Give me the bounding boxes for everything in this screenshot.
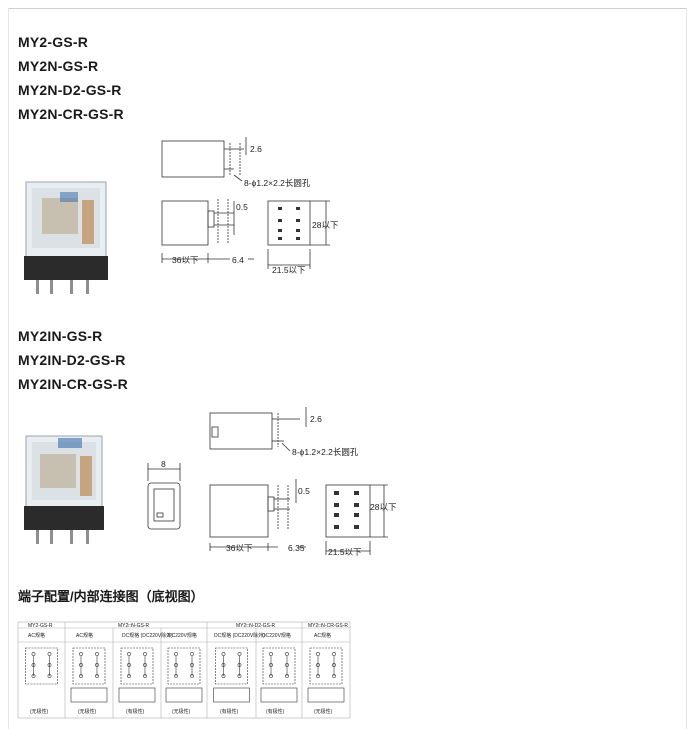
coil-circuit: [165, 687, 203, 703]
terminal-pin: [95, 652, 99, 656]
terminal-pin: [221, 652, 226, 656]
dim-label: 6.4: [232, 255, 244, 265]
dimension-drawing: 2.6 8-ϕ1.2×2.2长圆孔 0.5 28以下 36以下 6.4 21.5…: [161, 137, 339, 275]
terminal-pin: [285, 652, 289, 656]
relay-photo: [24, 435, 104, 544]
dim-label: 0.5: [298, 486, 310, 496]
table-footnote: (无极性): [172, 708, 191, 715]
model-name: MY2IN-CR-GS-R: [18, 376, 128, 392]
terminal-diagram: [215, 647, 248, 685]
model-name: MY2N-GS-R: [18, 58, 99, 74]
dim-label: 8-ϕ1.2×2.2长圆孔: [244, 178, 311, 188]
terminal-pin: [79, 652, 83, 656]
table-col-header: DC规格 (DC220V除外): [122, 632, 173, 639]
content-right-border: [686, 8, 687, 729]
relay-photo: [24, 181, 108, 294]
terminal-pin: [127, 652, 131, 656]
terminal-diagram: [25, 647, 58, 685]
coil-circuit: [260, 687, 298, 703]
table-footnote: (有极性): [266, 708, 285, 715]
terminal-pin: [143, 652, 147, 656]
dim-label: 8-ϕ1.2×2.2长圆孔: [292, 447, 359, 457]
table-col-header: AC规格: [314, 632, 331, 639]
terminal-pin: [174, 652, 178, 656]
terminal-diagram: [262, 647, 296, 685]
table-group-header: MY2□N-CR-GS-R: [308, 623, 348, 629]
terminal-diagram: [167, 647, 201, 685]
table-group-header: MY2□N-D2-GS-R: [236, 623, 276, 629]
table-col-header: DC规格 (DC220V除外): [214, 632, 265, 639]
dim-label: 21.5以下: [272, 265, 306, 275]
dim-label: 21.5以下: [328, 547, 362, 557]
coil-circuit: [118, 687, 156, 703]
table-col-header: AC规格: [28, 632, 45, 639]
dim-label: 28以下: [370, 502, 397, 512]
coil-circuit: [307, 687, 345, 703]
model-name: MY2IN-D2-GS-R: [18, 352, 126, 368]
table-group-header: MY2-GS-R: [28, 623, 53, 629]
table-footnote: (有极性): [126, 708, 145, 715]
model-name: MY2IN-GS-R: [18, 328, 103, 344]
terminal-diagram: [120, 647, 154, 685]
dimension-drawing: 2.6 8-ϕ1.2×2.2长圆孔 8 0.5 28以下 36以下 6.35 2…: [147, 407, 397, 557]
terminal-diagram: [72, 647, 106, 685]
table-footnote: (无极性): [30, 708, 49, 715]
model-name: MY2N-CR-GS-R: [18, 106, 124, 122]
terminal-pin: [190, 652, 194, 656]
coil-circuit: [70, 687, 108, 703]
coil-circuit: [213, 687, 250, 703]
model-name: MY2N-D2-GS-R: [18, 82, 122, 98]
dim-label: 2.6: [250, 144, 262, 154]
terminal-pin: [31, 652, 36, 656]
terminal-pin: [332, 652, 336, 656]
terminal-pin: [316, 652, 320, 656]
dim-label: 0.5: [236, 202, 248, 212]
table-footnote: (无极性): [78, 708, 97, 715]
table-group-header: MY2□N-GS-R: [118, 623, 149, 629]
wiring-table: MY2-GS-R MY2□N-GS-R MY2□N-D2-GS-R MY2□N-…: [17, 621, 351, 719]
content-top-border: [8, 8, 686, 9]
table-col-header: AC规格: [76, 632, 93, 639]
table-col-header: DC220V规格: [168, 632, 197, 639]
dim-label: 6.35: [288, 543, 305, 553]
dim-label: 2.6: [310, 414, 322, 424]
terminal-pin: [47, 652, 52, 656]
model-name: MY2-GS-R: [18, 34, 89, 50]
table-col-header: DC220V规格: [262, 632, 291, 639]
dim-label: 8: [161, 459, 166, 469]
section-heading: 端子配置/内部连接图（底视图）: [18, 589, 204, 604]
dim-label: 36以下: [172, 255, 199, 265]
terminal-diagram: [309, 647, 343, 685]
dim-label: 28以下: [312, 220, 339, 230]
content-left-border: [8, 8, 9, 729]
terminal-pin: [237, 652, 242, 656]
table-footnote: (无极性): [314, 708, 333, 715]
table-footnote: (有极性): [220, 708, 239, 715]
dim-label: 36以下: [226, 543, 253, 553]
terminal-pin: [269, 652, 273, 656]
